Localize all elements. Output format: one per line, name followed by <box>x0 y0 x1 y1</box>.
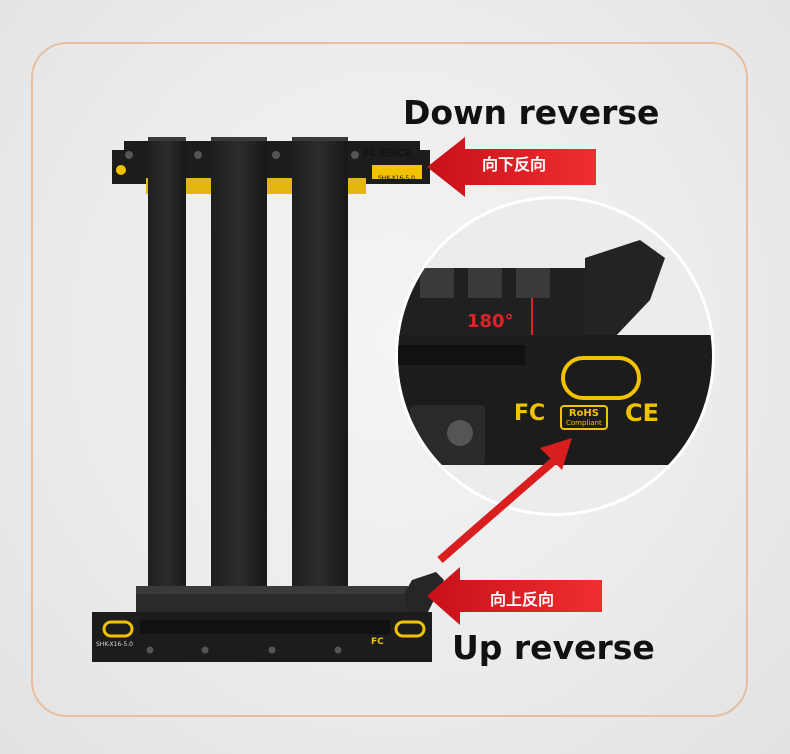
rohs-badge-zoom: RoHS Compliant <box>560 405 608 430</box>
rohs-mark-top: RoHS <box>380 149 397 156</box>
bottom-connector-board <box>92 572 444 662</box>
ribbon-cables <box>148 137 348 592</box>
arrow-label-up: 向上反向 <box>490 590 555 609</box>
fc-mark-top: FC <box>363 149 376 159</box>
ce-mark-zoom: CE <box>625 399 660 427</box>
rohs-text: RoHS <box>568 408 599 419</box>
headline-down: Down reverse <box>403 93 660 132</box>
fc-mark-bottom: FC <box>371 637 384 647</box>
curved-arrow <box>437 456 558 564</box>
fc-mark-zoom: FC <box>514 401 546 426</box>
ce-mark-top: CE <box>397 148 412 159</box>
rohs-compliant-text: Compliant <box>566 419 602 427</box>
model-label-top: SHK-X16-5.0 <box>378 175 415 182</box>
angle-label: 180° <box>467 311 514 332</box>
down-arrow <box>427 137 596 197</box>
rounded-frame <box>31 42 748 717</box>
arrow-label-down: 向下反向 <box>482 155 547 174</box>
model-label-bottom: SHK-X16-5.0 <box>96 641 133 648</box>
headline-up: Up reverse <box>452 628 655 667</box>
zoom-detail <box>395 196 715 516</box>
up-arrow <box>427 567 602 625</box>
